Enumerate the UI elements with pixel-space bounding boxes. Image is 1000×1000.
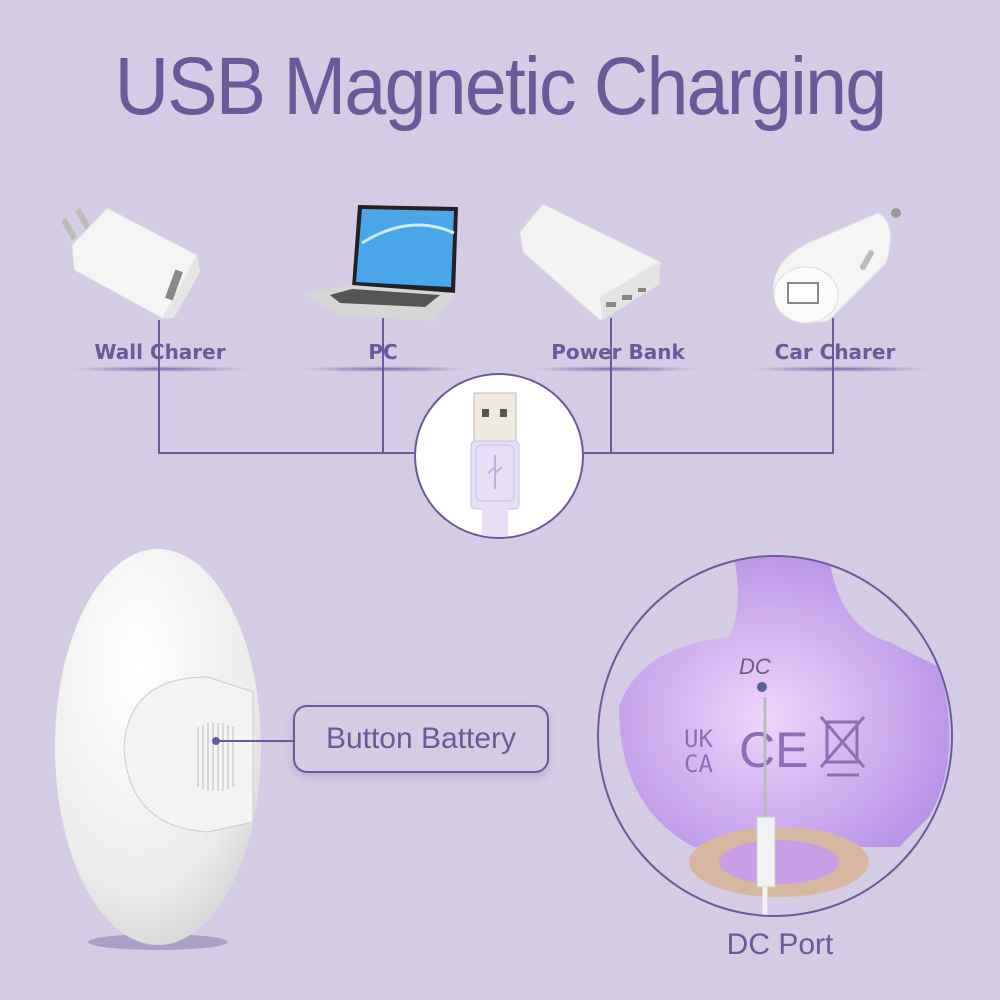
car-charger-icon xyxy=(768,203,908,328)
page-title: USB Magnetic Charging xyxy=(114,41,887,132)
laptop-icon xyxy=(300,203,462,323)
label-shadow xyxy=(750,366,930,372)
button-battery-label: Button Battery xyxy=(325,722,517,755)
connector-line xyxy=(158,320,160,454)
svg-text:CA: CA xyxy=(684,750,713,778)
button-battery-device xyxy=(48,547,263,952)
label-shadow xyxy=(70,366,250,372)
dc-port-label: DC Port xyxy=(726,928,834,961)
connector-line xyxy=(832,318,834,454)
connector-line xyxy=(580,452,834,454)
usb-plug-icon xyxy=(470,392,520,537)
connector-line xyxy=(610,318,612,454)
wall-charger-icon xyxy=(60,200,202,325)
usb-connector-circle xyxy=(414,373,584,539)
svg-text:UK: UK xyxy=(684,725,713,753)
connector-line xyxy=(158,452,414,454)
device-label-car-charger: Car Charer xyxy=(774,340,896,364)
device-label-power-bank: Power Bank xyxy=(551,340,685,364)
battery-callout-line xyxy=(216,740,294,742)
label-shadow xyxy=(530,366,700,372)
svg-text:CE: CE xyxy=(739,722,808,778)
button-battery-callout: Button Battery xyxy=(293,705,549,773)
label-shadow xyxy=(300,366,470,372)
connector-line xyxy=(382,318,384,454)
device-label-wall-charger: Wall Charer xyxy=(94,340,226,364)
dc-engraving: DC xyxy=(739,654,771,679)
dc-port-circle: DC UK CA CE xyxy=(597,555,953,917)
power-bank-icon xyxy=(518,202,663,322)
